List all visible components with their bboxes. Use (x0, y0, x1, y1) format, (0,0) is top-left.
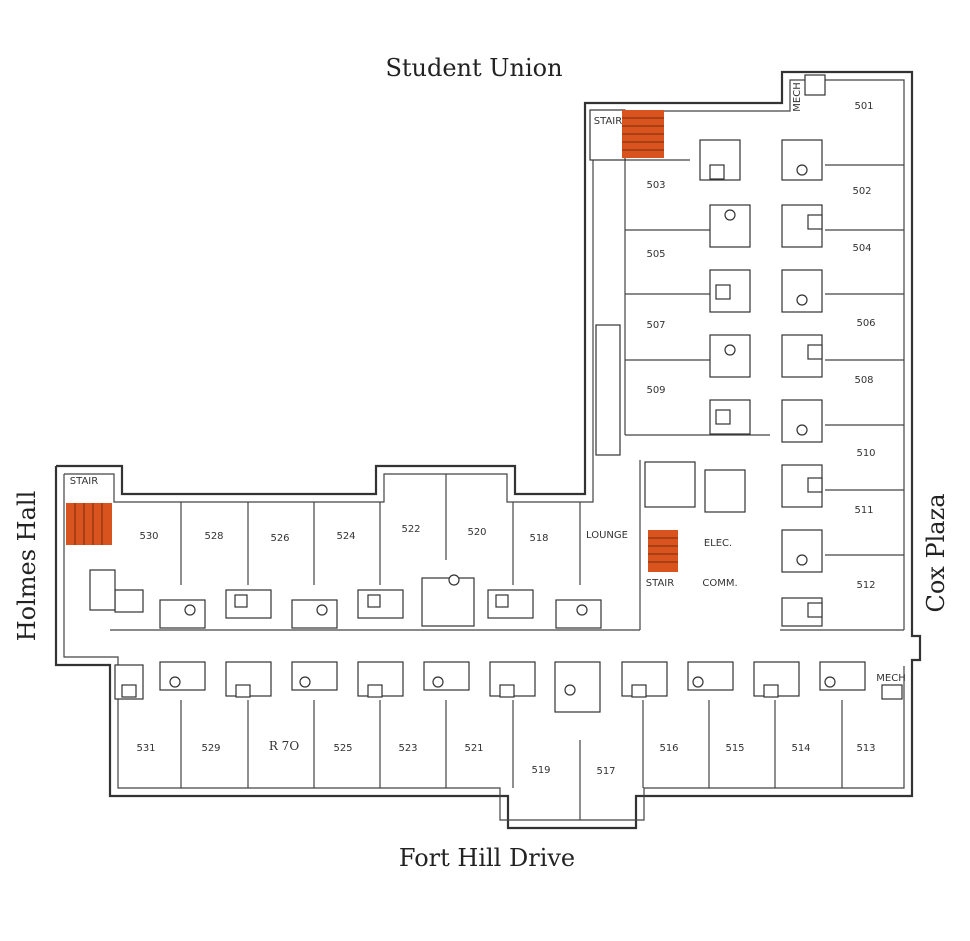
mech-label-right: MECH (876, 673, 905, 684)
room-520: 520 (467, 527, 486, 538)
room-507: 507 (646, 320, 665, 331)
room-512: 512 (856, 580, 875, 591)
stair-label-left: STAIR (70, 476, 98, 487)
stair-label-mid: STAIR (646, 578, 674, 589)
room-515: 515 (725, 743, 744, 754)
stair-top: STAIR (589, 109, 664, 161)
mech-label-top: MECH (792, 82, 803, 111)
room-511: 511 (854, 505, 873, 516)
room-526: 526 (270, 533, 289, 544)
room-523: 523 (398, 743, 417, 754)
room-r70-label: R 7O (269, 739, 299, 753)
room-519: 519 (531, 765, 550, 776)
room-502: 502 (852, 186, 871, 197)
street-label-west: Holmes Hall (13, 491, 41, 642)
room-525: 525 (333, 743, 352, 754)
room-529: 529 (201, 743, 220, 754)
street-label-east: Cox Plaza (922, 493, 950, 612)
room-503: 503 (646, 180, 665, 191)
room-513: 513 (856, 743, 875, 754)
interior-walls (110, 159, 904, 820)
room-506: 506 (856, 318, 875, 329)
lounge-label: LOUNGE (586, 530, 628, 541)
stair-left: STAIR (66, 476, 112, 545)
room-517: 517 (596, 766, 615, 777)
comm-label: COMM. (702, 578, 737, 589)
room-505: 505 (646, 249, 665, 260)
room-514: 514 (791, 743, 810, 754)
room-510: 510 (856, 448, 875, 459)
street-label-north: Student Union (385, 54, 562, 82)
room-516: 516 (659, 743, 678, 754)
room-522: 522 (401, 524, 420, 535)
stair-label-top: STAIR (594, 116, 622, 127)
room-508: 508 (854, 375, 873, 386)
elec-label: ELEC. (704, 538, 732, 549)
room-504: 504 (852, 243, 871, 254)
room-521: 521 (464, 743, 483, 754)
stair-mid: STAIR (646, 530, 678, 589)
bathroom-fixtures (89, 74, 903, 713)
street-label-south: Fort Hill Drive (399, 844, 575, 872)
room-501: 501 (854, 101, 873, 112)
room-531: 531 (136, 743, 155, 754)
room-530: 530 (139, 531, 158, 542)
room-518: 518 (529, 533, 548, 544)
room-524: 524 (336, 531, 355, 542)
room-numbers: 501 502 503 504 505 506 507 508 509 510 … (136, 101, 875, 777)
building-outline (54, 70, 922, 830)
room-509: 509 (646, 385, 665, 396)
room-528: 528 (204, 531, 223, 542)
